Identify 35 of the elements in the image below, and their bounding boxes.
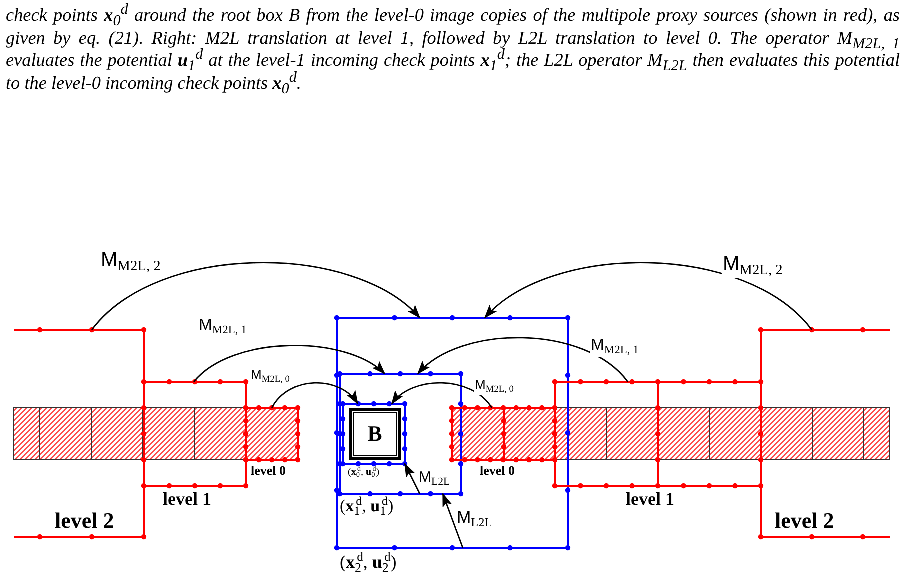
operator-label: M$_{M2L, 2}$ [100, 250, 162, 274]
operator-label: M$_{M2L, 2}$ [722, 254, 784, 278]
check-point-label: (x$_{1}$$^{d}$, u$_{1}$$^{d}$) [340, 496, 394, 518]
arrow [417, 337, 629, 382]
arrow [404, 463, 421, 494]
arrow [484, 262, 812, 330]
check-point-box [340, 401, 408, 467]
check-point-label: (x$_{0}$$^{d}$, u$_{0}$$^{d}$) [348, 466, 380, 480]
root-box: B [349, 408, 401, 460]
proxy-source-box [449, 405, 558, 463]
level-label: level 1 [163, 490, 212, 508]
level-label: level 1 [626, 490, 674, 508]
level-label: level 2 [55, 510, 114, 532]
arrow [194, 345, 386, 382]
operator-label: M$_{M2L, 1}$ [198, 318, 248, 337]
check-point-label: (x$_{2}$$^{d}$, u$_{2}$$^{d}$) [340, 551, 397, 575]
operator-label: M$_{M2L, 1}$ [590, 338, 640, 357]
proxy-source-box [243, 405, 301, 463]
check-point-box [334, 315, 571, 551]
operator-label: M$_{L2L}$ [456, 509, 494, 529]
operator-label: M$_{M2L, 0}$ [474, 378, 515, 396]
level-label: level 0 [480, 464, 516, 477]
level-label: level 2 [775, 510, 834, 532]
proxy-source-box [552, 379, 764, 489]
check-point-box [337, 371, 464, 497]
arrow [92, 262, 421, 330]
arrow [271, 382, 359, 408]
arrow [442, 493, 464, 548]
figure-caption: check points x$_{0}$$^{d}$ around the root box B from the level-0 image copies of the multipole proxy sources (shown in red), as given by eq. (21). Right: M2L translation at level 1, followed by L2L translation to level 0. The operator M$_{M2L, 1}$ evaluates the potential u$_{1}$$^{d}$ at the level-1 incoming check points x$_{1}$$^{d}$; the L2L operator M$_{L2L}$ then evaluates this potential to the level-0 incoming check points x$_{0}$$^{d}$. [6, 4, 900, 94]
proxy-source-outline [11, 327, 147, 540]
arrow [391, 382, 493, 408]
level-label: level 0 [251, 464, 286, 477]
operator-label: M$_{M2L, 0}$ [250, 368, 291, 386]
proxy-source-box [141, 379, 249, 489]
proxy-source-outline [758, 327, 893, 540]
